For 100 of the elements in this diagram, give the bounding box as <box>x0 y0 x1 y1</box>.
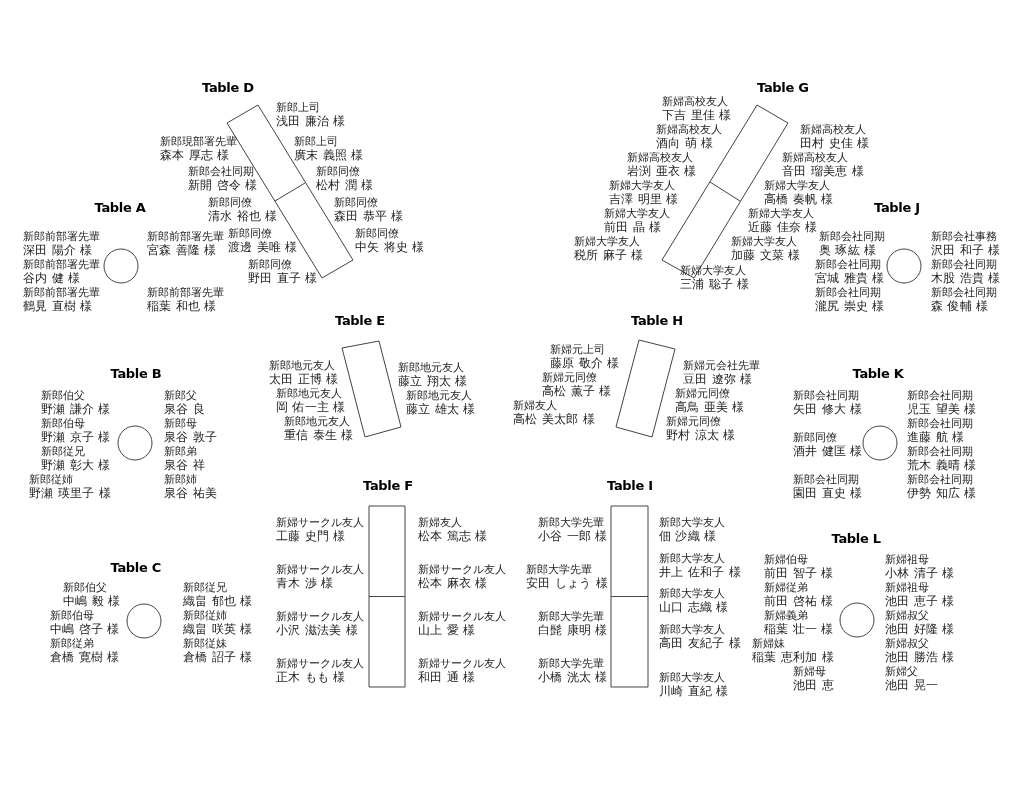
guest-name: 高橋 奏帆 様 <box>764 192 834 206</box>
guest-relation: 新郎同僚 <box>316 166 360 178</box>
guest-name: 池田 好隆 様 <box>885 622 955 636</box>
guest-relation: 新郎同僚 <box>334 197 378 209</box>
guest-name: 清水 裕也 様 <box>208 209 278 223</box>
guest-relation: 新郎会社同期 <box>907 390 973 402</box>
guest-relation: 新婦大学友人 <box>574 236 640 248</box>
guest-relation: 新郎従妹 <box>183 638 227 650</box>
guest-name: 泉谷 祐美 <box>164 486 218 500</box>
guest-name: 川崎 直紀 様 <box>659 684 729 698</box>
guest-name: 小林 清子 様 <box>885 566 955 580</box>
guest-relation: 新郎同僚 <box>793 432 837 444</box>
guest-name: 山口 志織 様 <box>659 600 729 614</box>
guest-relation: 新郎会社同期 <box>188 166 254 178</box>
guest-name: 倉橋 寛樹 様 <box>50 650 120 664</box>
guest-name: 園田 直史 様 <box>793 486 863 500</box>
guest-name: 宮城 雅貴 様 <box>815 271 885 285</box>
guest-relation: 新婦サークル友人 <box>276 658 364 670</box>
guest-relation: 新婦父 <box>885 666 918 678</box>
guest-name: 下吉 里佳 様 <box>662 108 732 122</box>
guest-relation: 新郎会社事務 <box>931 231 997 243</box>
guest-name: 泉谷 祥 <box>164 458 205 472</box>
guest-name: 池田 勝浩 様 <box>885 650 955 664</box>
guest-name: 近藤 佳奈 様 <box>748 220 818 234</box>
guest-relation: 新郎会社同期 <box>907 418 973 430</box>
guest-name: 正木 もも 様 <box>276 670 346 684</box>
guest-name: 稲葉 和也 様 <box>147 299 217 313</box>
guest-relation: 新婦叔父 <box>885 610 929 622</box>
guest-relation: 新婦サークル友人 <box>418 611 506 623</box>
guest-name: 松村 潤 様 <box>316 178 374 192</box>
guest-name: 吉澤 明里 様 <box>609 192 679 206</box>
guest-relation: 新郎姉 <box>164 474 197 486</box>
guest-name: 井上 佐和子 様 <box>659 565 742 579</box>
guest-relation: 新郎大学友人 <box>659 588 725 600</box>
guest-name: 松本 篤志 様 <box>418 529 488 543</box>
guest-name: 松本 麻衣 様 <box>418 576 488 590</box>
guest-relation: 新郎大学先輩 <box>538 611 604 623</box>
guest-relation: 新郎会社同期 <box>793 474 859 486</box>
guest-relation: 新郎会社同期 <box>907 474 973 486</box>
guest-name: 池田 晃一 <box>885 678 939 692</box>
guest-relation: 新郎母 <box>164 418 197 430</box>
guest-relation: 新婦叔父 <box>885 638 929 650</box>
guest-relation: 新郎前部署先輩 <box>23 287 100 299</box>
guest-relation: 新郎地元友人 <box>406 390 472 402</box>
guest-name: 安田 しょう 様 <box>526 576 609 590</box>
guest-relation: 新婦サークル友人 <box>276 564 364 576</box>
guest-name: 小沢 滋法美 様 <box>276 623 359 637</box>
guest-relation: 新郎従兄 <box>41 446 85 458</box>
guest-name: 野瀬 瑛里子 様 <box>29 486 112 500</box>
guest-relation: 新婦伯母 <box>764 554 808 566</box>
guest-relation: 新婦高校友人 <box>656 124 722 136</box>
guest-name: 高田 友紀子 様 <box>659 636 742 650</box>
guest-name: 酒井 健匡 様 <box>793 444 863 458</box>
guest-name: 工藤 史門 様 <box>276 529 346 543</box>
table-title: Table E <box>335 313 385 328</box>
guest-name: 酒向 萌 様 <box>656 136 714 150</box>
table-title: Table K <box>852 366 904 381</box>
guest-relation: 新婦大学友人 <box>748 208 814 220</box>
guest-name: 森本 厚志 様 <box>160 148 230 162</box>
guest-relation: 新婦サークル友人 <box>276 517 364 529</box>
guest-relation: 新婦大学友人 <box>609 180 675 192</box>
guest-relation: 新婦高校友人 <box>627 152 693 164</box>
guest-relation: 新郎地元友人 <box>398 362 464 374</box>
guest-relation: 新婦友人 <box>418 517 462 529</box>
guest-name: 野田 直子 様 <box>248 271 318 285</box>
guest-relation: 新婦元会社先輩 <box>683 360 760 372</box>
guest-name: 沢田 和子 様 <box>931 243 1001 257</box>
guest-relation: 新郎従弟 <box>50 638 94 650</box>
guest-name: 高松 美太郎 様 <box>513 412 596 426</box>
guest-name: 織畠 郁也 様 <box>183 594 253 608</box>
guest-relation: 新郎現部署先輩 <box>160 136 237 148</box>
guest-name: 前田 啓祐 様 <box>764 594 834 608</box>
guest-name: 小谷 一郎 様 <box>538 529 608 543</box>
guest-relation: 新郎同僚 <box>208 197 252 209</box>
guest-relation: 新婦高校友人 <box>782 152 848 164</box>
guest-name: 谷内 健 様 <box>23 271 81 285</box>
guest-relation: 新婦サークル友人 <box>418 658 506 670</box>
guest-name: 矢田 修大 様 <box>793 402 863 416</box>
guest-name: 野瀬 彰大 様 <box>41 458 111 472</box>
guest-relation: 新郎大学先輩 <box>526 564 592 576</box>
guest-name: 森 俊輔 様 <box>931 299 989 313</box>
guest-name: 岡 佑一主 様 <box>276 400 346 414</box>
guest-name: 前田 智子 様 <box>764 566 834 580</box>
guest-name: 太田 正博 様 <box>269 372 339 386</box>
guest-relation: 新郎従兄 <box>183 582 227 594</box>
guest-relation: 新婦友人 <box>513 400 557 412</box>
guest-relation: 新郎上司 <box>294 136 338 148</box>
guest-name: 小橋 洸太 様 <box>538 670 608 684</box>
table-title: Table I <box>607 478 653 493</box>
guest-relation: 新婦祖母 <box>885 582 929 594</box>
guest-name: 加藤 文菜 様 <box>731 248 801 262</box>
guest-relation: 新婦母 <box>793 666 826 678</box>
guest-relation: 新郎前部署先輩 <box>147 287 224 299</box>
table-title: Table D <box>202 80 254 95</box>
guest-relation: 新郎父 <box>164 390 197 402</box>
guest-name: 高鳥 亜美 様 <box>675 400 745 414</box>
guest-name: 泉谷 良 <box>164 402 205 416</box>
guest-relation: 新郎従姉 <box>183 610 227 622</box>
guest-name: 児玉 望美 様 <box>907 402 977 416</box>
guest-name: 瀧尻 崇史 様 <box>815 299 885 313</box>
